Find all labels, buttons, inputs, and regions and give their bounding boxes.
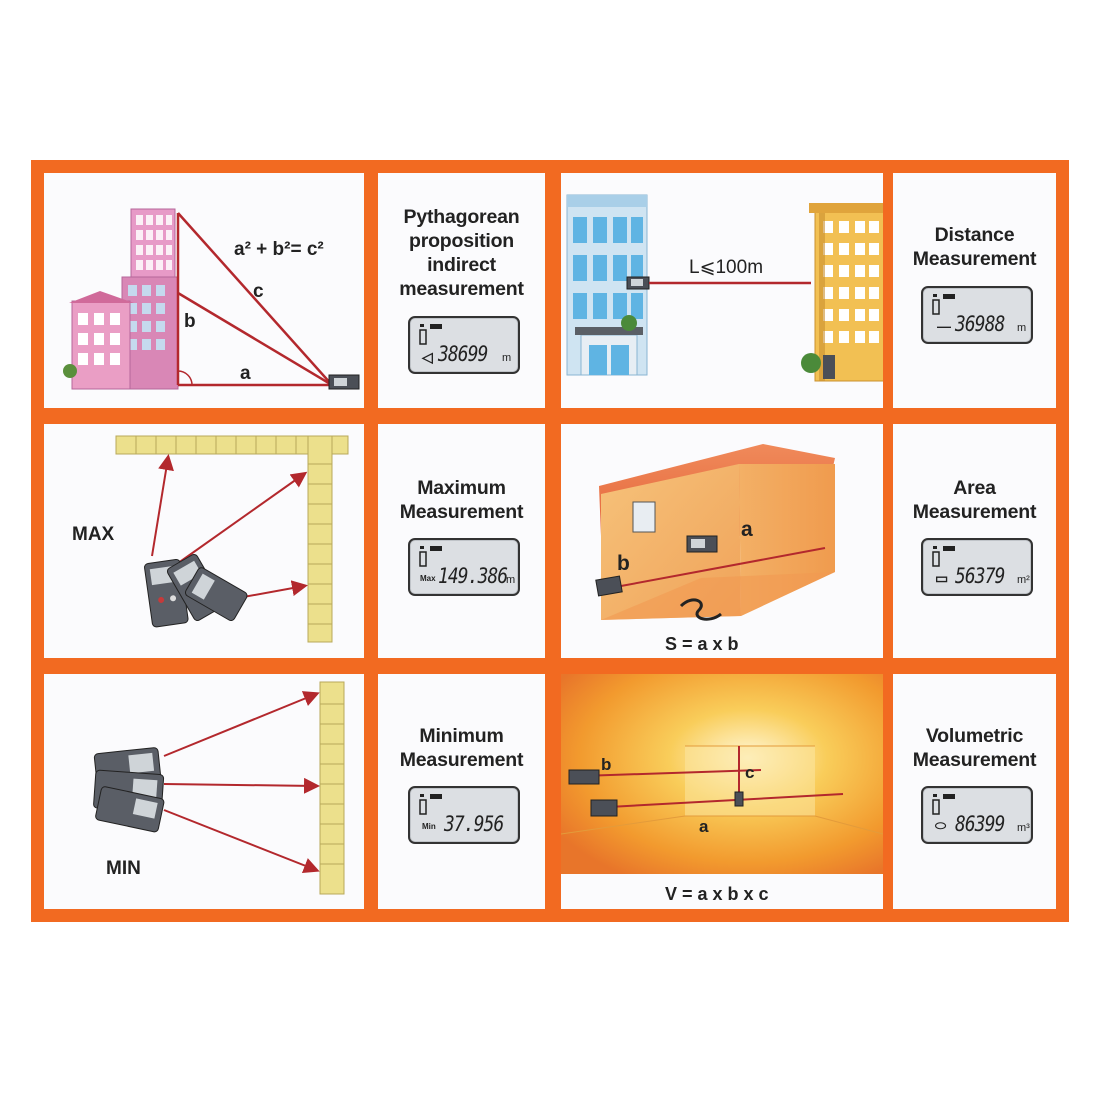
area-illustration: a b S = a x b — [561, 424, 883, 658]
lcd-display: ⬭ 86399 m³ — [921, 786, 1033, 844]
maximum-title: Maximum Measurement — [378, 476, 545, 524]
minimum-tag: MIN — [106, 858, 141, 879]
lcd-mode: Max — [420, 574, 436, 583]
lcd-display: ◁ 38699 m — [408, 316, 520, 374]
lcd-display: Min 37.956 — [408, 786, 520, 844]
distance-illustration: L⩽100m — [561, 173, 883, 408]
lcd-unit: m — [1017, 322, 1027, 334]
distance-title: Distance Measurement — [893, 223, 1056, 271]
maximum-tag: MAX — [72, 524, 115, 545]
area-diagram: a b S = a x b — [595, 444, 835, 654]
lcd-display: — 36988 m — [921, 286, 1033, 344]
pythagorean-title: Pythagorean proposition indirect measure… — [378, 205, 545, 301]
lcd-status-icons — [419, 324, 442, 345]
volume-diagram: b c a V = a x b x c — [561, 674, 883, 904]
distance-range-label: L⩽100m — [689, 257, 763, 278]
lcd-display: ▭ 56379 m² — [921, 538, 1033, 596]
lcd-value: 56379 — [955, 564, 1005, 588]
title-line: Measurement — [912, 749, 1037, 771]
title-line: Area — [953, 477, 996, 499]
title-line: Measurement — [399, 501, 524, 523]
volume-title: Volumetric Measurement — [893, 724, 1056, 772]
volume-side-b: b — [601, 755, 611, 774]
volume-mode-icon: ⬭ — [935, 818, 947, 833]
pythagorean-formula: a² + b²= c² — [234, 239, 324, 260]
lcd-mode: Min — [422, 822, 436, 831]
distance-mode-icon: — — [937, 318, 951, 334]
area-side-a: a — [741, 518, 753, 541]
title-line: Volumetric — [925, 725, 1024, 747]
lcd-unit: m² — [1017, 574, 1030, 586]
lcd-value: 149.386 — [438, 564, 508, 588]
pythagorean-side-c: c — [253, 281, 264, 302]
pythagorean-mode-icon: ◁ — [422, 349, 433, 365]
minimum-title: Minimum Measurement — [378, 724, 545, 772]
pythagorean-side-a: a — [240, 363, 251, 384]
area-label-panel: Area Measurement ▭ 56379 m² — [893, 424, 1056, 658]
title-line: Distance — [934, 224, 1015, 246]
lcd-unit: m — [506, 574, 516, 586]
title-line: Minimum — [419, 725, 504, 747]
feature-grid: a² + b²= c² c b a Pythagorean propositio… — [31, 160, 1069, 922]
minimum-label-panel: Minimum Measurement Min 37.956 — [378, 674, 545, 909]
title-line: measurement — [399, 278, 524, 300]
lcd-status-icons — [932, 546, 955, 567]
pythagorean-illustration: a² + b²= c² c b a — [44, 173, 364, 408]
area-side-b: b — [617, 552, 630, 575]
minimum-illustration: MIN — [44, 674, 364, 909]
title-line: Pythagorean — [403, 206, 520, 228]
pythagorean-diagram: a² + b²= c² c b a — [63, 208, 360, 390]
lcd-status-icons — [932, 294, 955, 315]
lcd-status-icons — [932, 794, 955, 815]
maximum-illustration: MAX — [44, 424, 364, 658]
volume-side-a: a — [699, 817, 709, 836]
title-line: indirect — [427, 254, 496, 276]
title-line: proposition — [408, 230, 515, 252]
lcd-status-icons — [419, 794, 442, 815]
title-line: Measurement — [912, 248, 1037, 270]
maximum-label-panel: Maximum Measurement Max 149.386 m — [378, 424, 545, 658]
lcd-value: 37.956 — [444, 812, 504, 836]
volume-formula: V = a x b x c — [665, 884, 769, 904]
volume-side-c: c — [745, 763, 754, 782]
distance-diagram: L⩽100m — [566, 194, 883, 382]
area-title: Area Measurement — [893, 476, 1056, 524]
area-mode-icon: ▭ — [935, 570, 949, 586]
pythagorean-side-b: b — [184, 311, 196, 332]
lcd-status-icons — [419, 546, 442, 567]
minimum-diagram: MIN — [93, 681, 345, 895]
lcd-display: Max 149.386 m — [408, 538, 520, 596]
title-line: Maximum — [417, 477, 506, 499]
maximum-diagram: MAX — [72, 435, 349, 643]
lcd-unit: m — [502, 352, 512, 364]
pythagorean-label-panel: Pythagorean proposition indirect measure… — [378, 173, 545, 408]
lcd-value: 86399 — [955, 812, 1005, 836]
title-line: Measurement — [399, 749, 524, 771]
lcd-unit: m³ — [1017, 822, 1030, 834]
lcd-value: 36988 — [955, 312, 1005, 336]
title-line: Measurement — [912, 501, 1037, 523]
volume-label-panel: Volumetric Measurement ⬭ 86399 m³ — [893, 674, 1056, 909]
volume-illustration: b c a V = a x b x c — [561, 674, 883, 909]
lcd-value: 38699 — [438, 342, 488, 366]
area-formula: S = a x b — [665, 634, 739, 654]
distance-label-panel: Distance Measurement — 36988 m — [893, 173, 1056, 408]
